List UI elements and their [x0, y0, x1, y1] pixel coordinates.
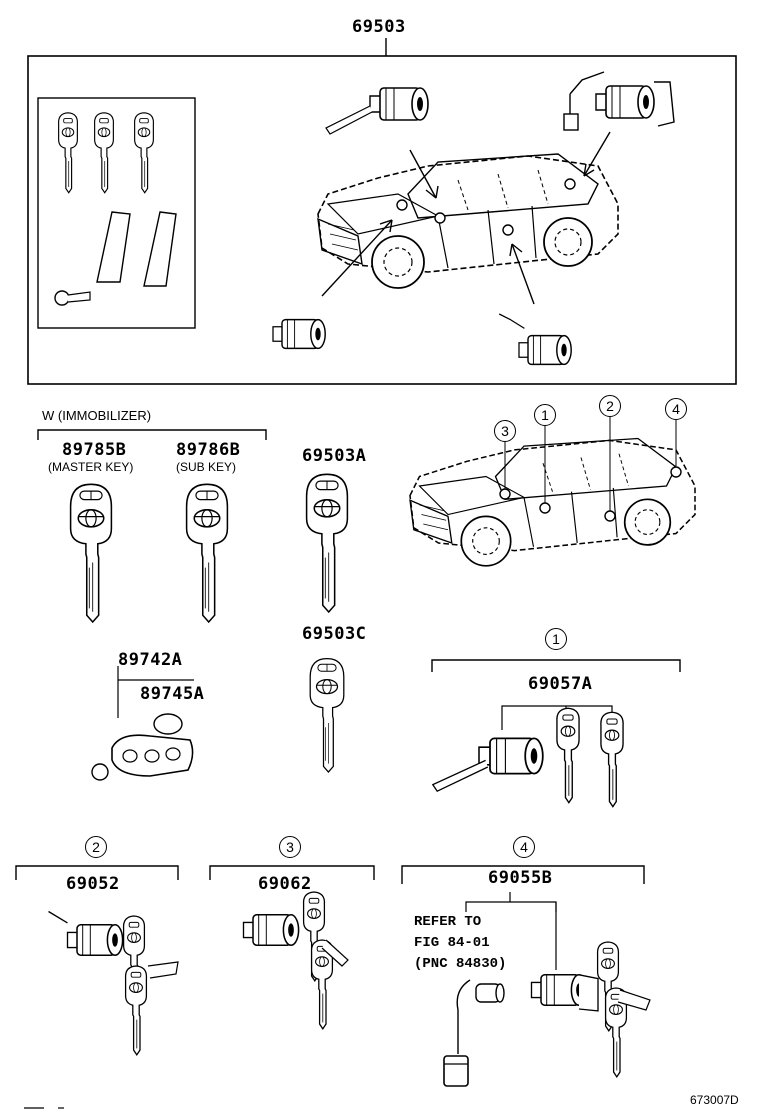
part-number-key-a: 69503A [302, 446, 367, 466]
part-number-back-door-cylinder: 69055B [488, 868, 553, 888]
lock-cylinder-icon [498, 313, 572, 366]
truck-icon [409, 437, 696, 567]
transmitter-icon [91, 734, 194, 781]
reference-note: REFER TO FIG 84-01 (PNC 84830) [414, 914, 507, 972]
lock-cylinder-icon [272, 318, 326, 350]
key-icon [69, 483, 113, 623]
lock-cylinder-icon [325, 87, 429, 135]
callout-1-truck: 1 [534, 404, 556, 426]
lock-cylinder-icon [242, 914, 300, 946]
part-number-key-c: 69503C [302, 624, 367, 644]
key-icon [556, 707, 580, 804]
part-number-glovebox-cylinder: 69062 [258, 874, 312, 894]
key-icon [58, 112, 78, 194]
immobilizer-label: W (IMMOBILIZER) [42, 408, 152, 423]
callout-2-section: 2 [85, 836, 107, 858]
key-icon [134, 112, 154, 194]
part-number-sub-key: 89786B [176, 440, 241, 460]
lock-cylinder-icon [563, 71, 675, 131]
master-key-label: (MASTER KEY) [48, 460, 134, 474]
lock-cylinder-icon [530, 974, 599, 1012]
key-icon [94, 112, 114, 194]
callout-2-truck: 2 [599, 395, 621, 417]
lock-cylinder-icon [48, 910, 124, 956]
lock-cylinder-icon [431, 737, 544, 793]
assembly-number: 69503 [352, 17, 406, 37]
key-icon [124, 965, 148, 1056]
callout-1-section: 1 [545, 628, 567, 650]
key-icon [305, 473, 349, 613]
callout-4-section: 4 [513, 836, 535, 858]
callout-4-truck: 4 [665, 398, 687, 420]
part-number-ignition-set: 69057A [528, 674, 593, 694]
callout-3-truck: 3 [494, 420, 516, 442]
figure-id: 673007D [690, 1093, 739, 1107]
part-number-transmitter: 89742A [118, 650, 183, 670]
callout-3-section: 3 [279, 836, 301, 858]
truck-icon [317, 153, 619, 289]
sub-key-label: (SUB KEY) [176, 460, 237, 474]
part-number-door-cylinder: 69052 [66, 874, 120, 894]
key-icon [600, 711, 624, 808]
part-number-master-key: 89785B [62, 440, 127, 460]
part-number-battery: 89745A [140, 684, 205, 704]
key-icon [309, 657, 345, 773]
key-icon [185, 483, 229, 623]
